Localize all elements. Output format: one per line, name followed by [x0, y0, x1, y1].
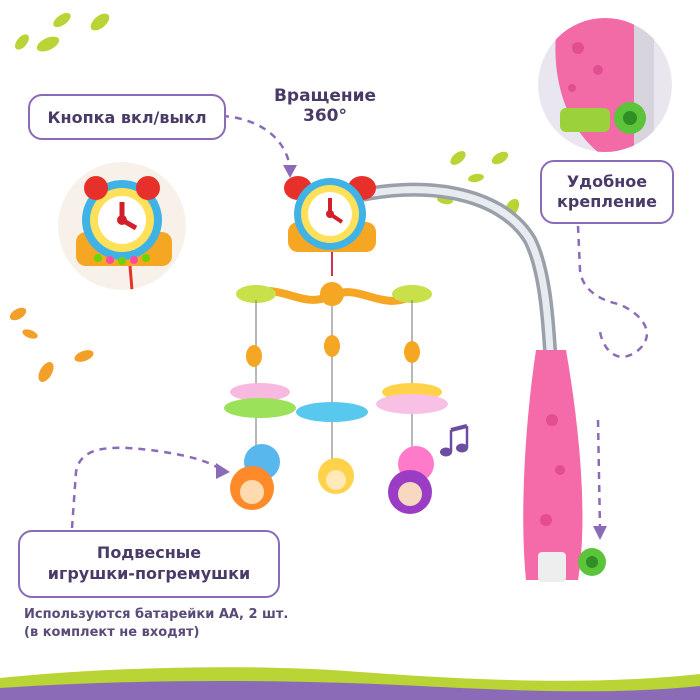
battery-note-line2: (в комплект не входят) — [24, 624, 200, 640]
hanging-toys-label-line1: Подвесные — [96, 543, 202, 563]
clock-closeup-image — [58, 162, 186, 290]
bottom-decorative-band — [0, 667, 700, 700]
power-button-label: Кнопка вкл/выкл — [28, 94, 226, 140]
rotation-label: Вращение 360° — [260, 86, 390, 127]
battery-note: Используются батарейки АА, 2 шт. (в комп… — [24, 606, 404, 641]
rotation-label-line2: 360° — [303, 106, 347, 127]
mount-closeup-inset — [538, 18, 672, 152]
mount-closeup-image — [538, 18, 672, 152]
clock-closeup-inset — [58, 162, 186, 290]
music-note-icon — [440, 424, 469, 457]
hanging-toys-label: Подвесные игрушки-погремушки — [18, 530, 280, 598]
battery-note-line1: Используются батарейки АА, 2 шт. — [24, 607, 289, 622]
mount-label-line1: Удобное — [566, 172, 648, 191]
hanging-toys-label-line2: игрушки-погремушки — [47, 564, 251, 583]
power-button-label-text: Кнопка вкл/выкл — [47, 107, 207, 127]
mount-label: Удобное крепление — [540, 160, 674, 224]
mount-label-line2: крепление — [557, 192, 657, 211]
rotation-label-line1: Вращение — [273, 86, 377, 106]
